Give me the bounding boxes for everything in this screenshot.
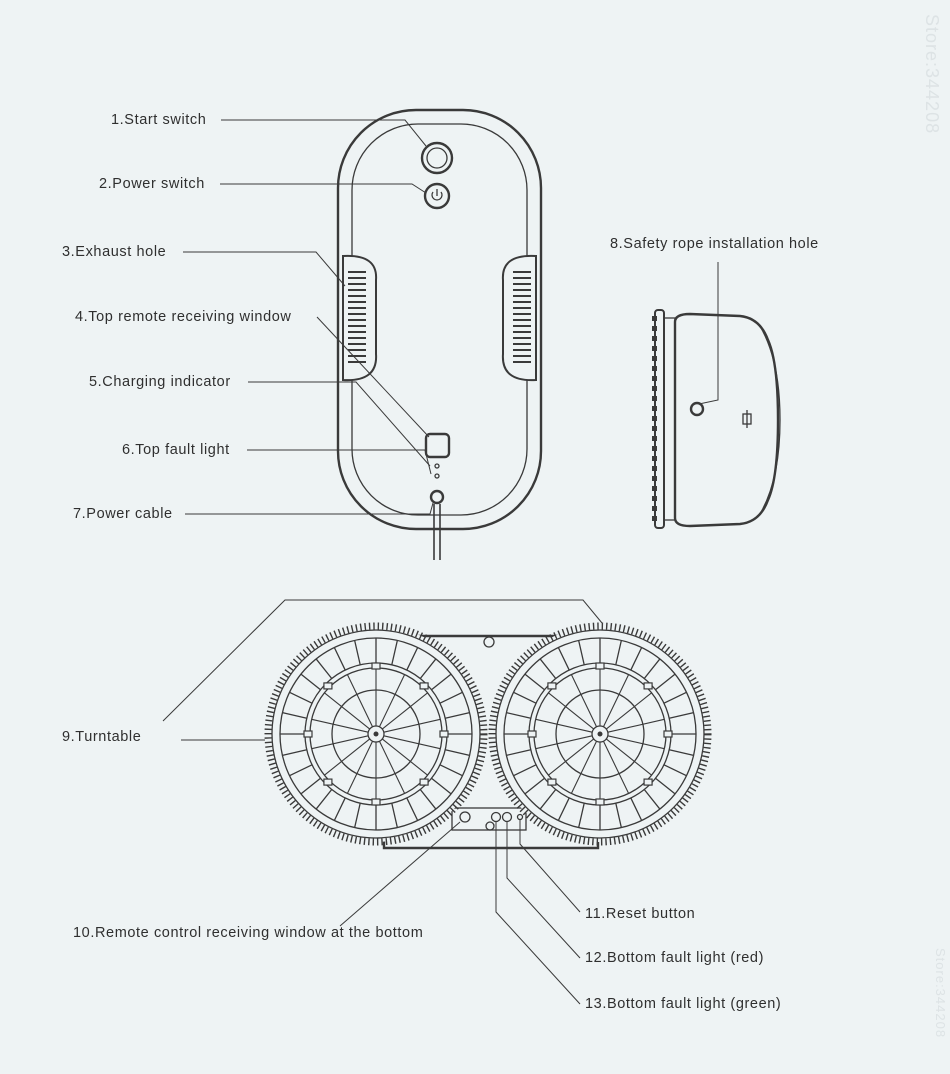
safety-rope-hole-icon <box>689 401 705 417</box>
start-switch-icon <box>420 141 454 175</box>
leader-lines-top <box>183 119 434 515</box>
label-power-cable: 7.Power cable <box>73 506 173 522</box>
top-fault-light-icon <box>434 473 440 479</box>
label-charging-indicator: 5.Charging indicator <box>89 374 231 390</box>
label-bottom-fault-green: 13.Bottom fault light (green) <box>585 996 782 1012</box>
leader-lines-bottom <box>162 599 603 1005</box>
bottom-fault-green-icon <box>490 811 502 823</box>
label-power-switch: 2.Power switch <box>99 176 205 192</box>
power-switch-icon <box>423 182 451 210</box>
label-top-remote-window: 4.Top remote receiving window <box>75 309 292 325</box>
bottom-fault-red-icon <box>501 811 513 823</box>
right-exhaust-grille <box>501 254 537 382</box>
left-exhaust-grille <box>342 254 378 382</box>
side-logo-icon <box>742 410 752 428</box>
label-exhaust-hole: 3.Exhaust hole <box>62 244 167 260</box>
side-view <box>652 309 781 529</box>
label-safety-rope-hole: 8.Safety rope installation hole <box>610 236 819 252</box>
label-reset-button: 11.Reset button <box>585 906 696 922</box>
label-turntable: 9.Turntable <box>62 729 142 745</box>
label-top-fault-light: 6.Top fault light <box>122 442 230 458</box>
reset-button-icon <box>516 813 524 821</box>
right-turntable <box>492 626 708 842</box>
charging-indicator-icon <box>434 463 440 469</box>
power-cable-icon <box>429 489 445 560</box>
label-start-switch: 1.Start switch <box>111 112 207 128</box>
bottom-remote-window-icon <box>459 811 471 823</box>
label-bottom-fault-red: 12.Bottom fault light (red) <box>585 950 764 966</box>
label-bottom-remote-window: 10.Remote control receiving window at th… <box>73 925 424 941</box>
leader-line-8 <box>698 262 719 405</box>
left-turntable <box>268 626 484 842</box>
top-remote-window-icon <box>424 432 451 459</box>
